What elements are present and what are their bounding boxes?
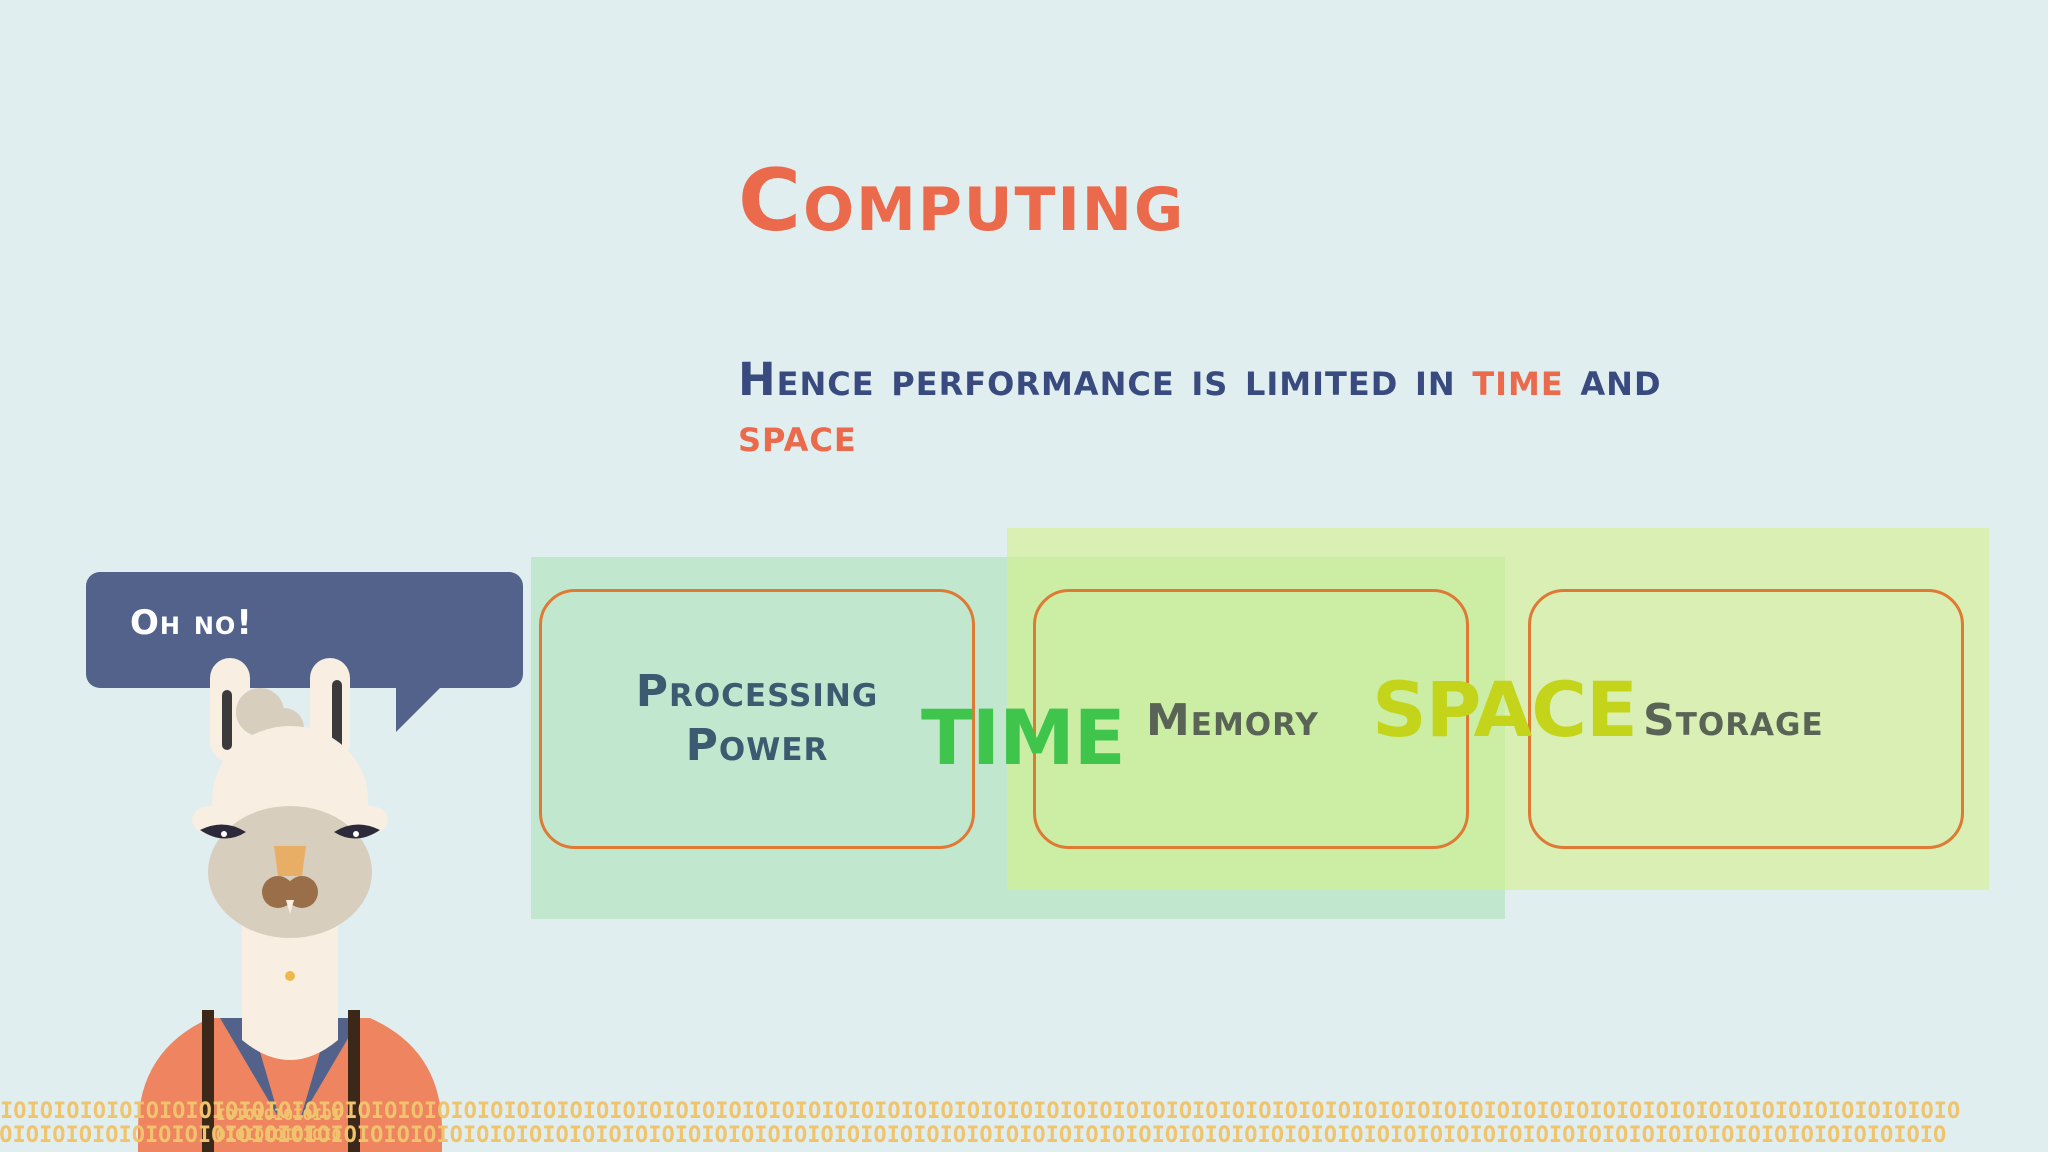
- memory-box: Memory: [1033, 589, 1469, 849]
- binary-row-1: IOIOIOIOIOIOIOIOIOIOIOIOIOIOIOIOIOIOIOIO…: [0, 1100, 1961, 1124]
- space-region: [1007, 528, 1989, 890]
- processing-power-label: Processing Power: [635, 666, 879, 771]
- space-overlay-word: SPACE: [1372, 665, 1638, 754]
- binary-row-2: IOIOIOIOIOIOIOIOIOIOIOIOIOIOIOIOIOIOIOIO…: [0, 1124, 1947, 1148]
- subtitle-text-2: and: [1563, 353, 1662, 406]
- speech-bubble: Oh no!: [86, 572, 523, 688]
- speech-bubble-text: Oh no!: [130, 603, 253, 643]
- slide-subtitle: Hence performance is limited in time and…: [738, 352, 1918, 464]
- storage-box: Storage: [1528, 589, 1964, 849]
- time-overlay-word: TIME: [921, 693, 1126, 782]
- subtitle-time: time: [1472, 353, 1564, 406]
- subtitle-space: space: [738, 409, 857, 462]
- subtitle-text-1: Hence performance is limited in: [738, 353, 1473, 406]
- storage-label: Storage: [1643, 695, 1824, 746]
- slide-title: Computing: [738, 151, 1186, 251]
- llama-illustration: IOIOIOIOIOIOI OIOIOIOIOIOIO: [138, 658, 442, 1152]
- memory-label: Memory: [1146, 695, 1319, 746]
- processing-power-box: Processing Power: [539, 589, 975, 849]
- svg-text:OIOIOIOIOIOIO: OIOIOIOIOIOIO: [216, 1125, 341, 1144]
- speech-bubble-tail: [396, 688, 440, 732]
- svg-text:IOIOIOIOIOIOI: IOIOIOIOIOIOI: [216, 1105, 341, 1124]
- binary-pattern-strip: IOIOIOIOIOIOIOIOIOIOIOIOIOIOIOIOIOIOIOIO…: [0, 1100, 2048, 1152]
